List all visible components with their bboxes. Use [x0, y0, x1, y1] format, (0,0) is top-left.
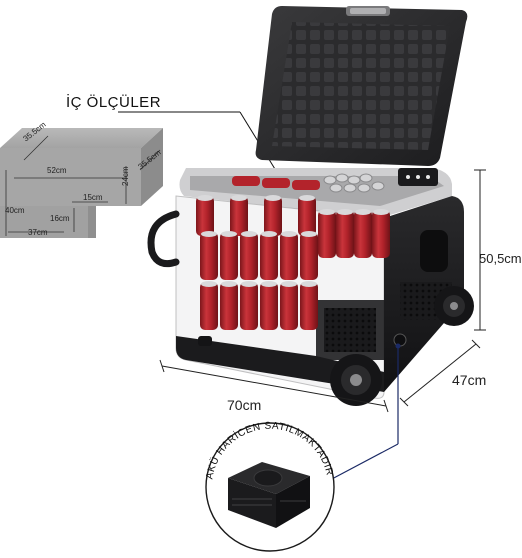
silver-can — [343, 183, 357, 193]
can — [260, 281, 278, 330]
can — [300, 281, 318, 330]
cans-group — [196, 173, 390, 330]
cooler-illustration — [147, 6, 474, 406]
outer-dimensions — [159, 169, 486, 413]
can — [220, 281, 238, 330]
silver-can — [371, 181, 385, 191]
cooler-lid — [255, 6, 468, 166]
can — [336, 209, 354, 258]
can — [354, 209, 372, 258]
dim-line-top-depth — [23, 135, 49, 161]
depth-dimension-line — [403, 343, 477, 403]
wheel-back — [434, 286, 474, 326]
can — [280, 231, 298, 280]
can — [230, 195, 248, 236]
battery-pack — [228, 462, 310, 528]
can — [220, 231, 238, 280]
inner-dimensions-diagram — [0, 128, 163, 238]
silver-can — [323, 175, 337, 185]
depth-label: 47cm — [452, 372, 487, 388]
can — [300, 231, 318, 280]
inner-step-width-label: 15cm — [83, 193, 103, 202]
silver-can — [359, 173, 373, 183]
inner-dimensions-title: İÇ ÖLÇÜLER — [66, 94, 162, 111]
inner-step-height-label: 16cm — [50, 214, 70, 223]
can — [372, 209, 390, 258]
can — [200, 281, 218, 330]
inner-left-height-label: 40cm — [5, 206, 25, 215]
side-handle — [420, 230, 448, 272]
dim-line-right-depth — [139, 149, 161, 171]
lying-can — [232, 176, 260, 186]
battery-callout — [205, 422, 335, 552]
can — [240, 281, 258, 330]
lying-can — [262, 178, 290, 188]
svg-text:AKÜ HARİCEN SATILMAKTADIR.: AKÜ HARİCEN SATILMAKTADIR. — [0, 0, 334, 480]
can — [240, 231, 258, 280]
can — [200, 231, 218, 280]
wheel-front — [330, 354, 382, 406]
can — [280, 281, 298, 330]
can — [298, 195, 316, 236]
lying-can — [292, 180, 320, 190]
width-dimension-line — [161, 365, 387, 407]
inner-bottom-width-label: 37cm — [28, 228, 48, 237]
height-label: 50,5cm — [479, 251, 522, 266]
width-label: 70cm — [227, 397, 262, 413]
front-handle — [147, 210, 180, 268]
can — [260, 231, 278, 280]
can — [264, 195, 282, 236]
silver-can — [335, 173, 349, 183]
silver-can — [357, 183, 371, 193]
battery-note: AKÜ HARİCEN SATILMAKTADIR. — [0, 0, 334, 480]
can — [318, 209, 336, 258]
can — [196, 195, 214, 236]
silver-can — [329, 183, 343, 193]
inner-top-width-label: 52cm — [47, 166, 67, 175]
silver-can — [347, 175, 361, 185]
